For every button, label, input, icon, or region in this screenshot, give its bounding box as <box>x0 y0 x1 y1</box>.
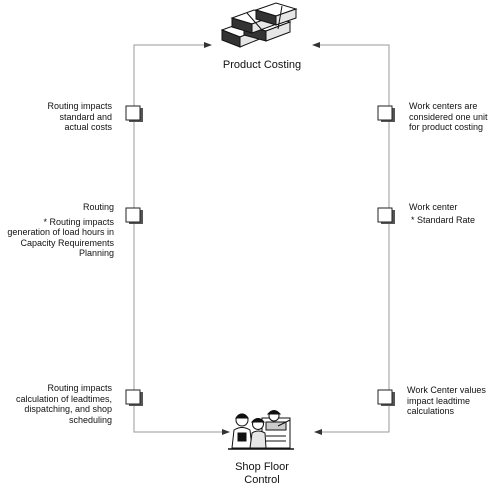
right-note-1-line: Work centers are <box>409 101 478 111</box>
left-note-1-line: standard and <box>59 111 112 122</box>
right-note-1: Work centers are considered one unit for… <box>409 101 495 133</box>
shop-floor-control-title: Shop Floor Control <box>202 461 322 486</box>
right-box-3 <box>377 389 395 406</box>
shop-floor-control-label-line1: Shop Floor <box>235 461 289 473</box>
left-note-1: Routing impacts standard and actual cost… <box>12 101 112 133</box>
right-note-2-heading: Work center <box>409 202 458 212</box>
left-connector <box>133 44 224 433</box>
left-box-3 <box>125 389 143 406</box>
workers-at-machine-icon <box>228 410 294 450</box>
arrowheads <box>204 42 322 435</box>
connector-lines <box>133 44 390 433</box>
left-box-1 <box>125 105 143 122</box>
arrow-into-bottom-right <box>314 429 322 435</box>
stacked-boxes-icon <box>220 2 298 48</box>
left-note-1-line: Routing impacts <box>47 101 112 111</box>
right-note-3-line: Work Center values <box>407 385 486 395</box>
right-note-3-line: impact leadtime <box>407 395 471 406</box>
right-note-3-line: calculations <box>407 406 455 416</box>
right-note-1-line: considered one unit <box>409 111 488 122</box>
left-note-3-line: dispatching, and shop <box>24 404 112 414</box>
arrow-into-top-left <box>204 42 212 48</box>
checkpoint-boxes <box>125 105 395 406</box>
right-note-3: Work Center values impact leadtime calcu… <box>407 385 495 417</box>
left-note-2-line: * Routing impacts <box>43 216 114 227</box>
left-note-3: Routing impacts calculation of leadtimes… <box>8 383 112 425</box>
arrow-into-bottom-left <box>222 429 230 435</box>
left-note-2-heading: Routing <box>82 202 114 212</box>
product-costing-title: Product Costing <box>202 59 322 72</box>
product-costing-label: Product Costing <box>222 59 302 71</box>
left-note-1-line: actual costs <box>64 122 112 132</box>
arrow-into-top-right <box>312 42 320 48</box>
shop-floor-control-label-line2: Control <box>244 473 280 486</box>
left-note-2: Routing * Routing impacts generation of … <box>4 202 114 259</box>
right-note-2-line: * Standard Rate <box>411 214 476 225</box>
left-note-2-line: Planning <box>78 248 114 258</box>
left-note-3-line: Routing impacts <box>47 383 112 393</box>
left-note-3-line: calculation of leadtimes, <box>15 393 112 404</box>
left-note-3-line: scheduling <box>68 414 112 425</box>
right-note-1-line: for product costing <box>409 122 484 132</box>
right-box-2 <box>377 207 395 224</box>
right-note-2: Work center * Standard Rate <box>409 202 495 225</box>
left-note-2-line: generation of load hours in <box>7 227 114 237</box>
left-note-2-line: Capacity Requirements <box>20 237 114 248</box>
right-connector <box>318 44 390 433</box>
right-box-1 <box>377 105 395 122</box>
left-box-2 <box>125 207 143 224</box>
